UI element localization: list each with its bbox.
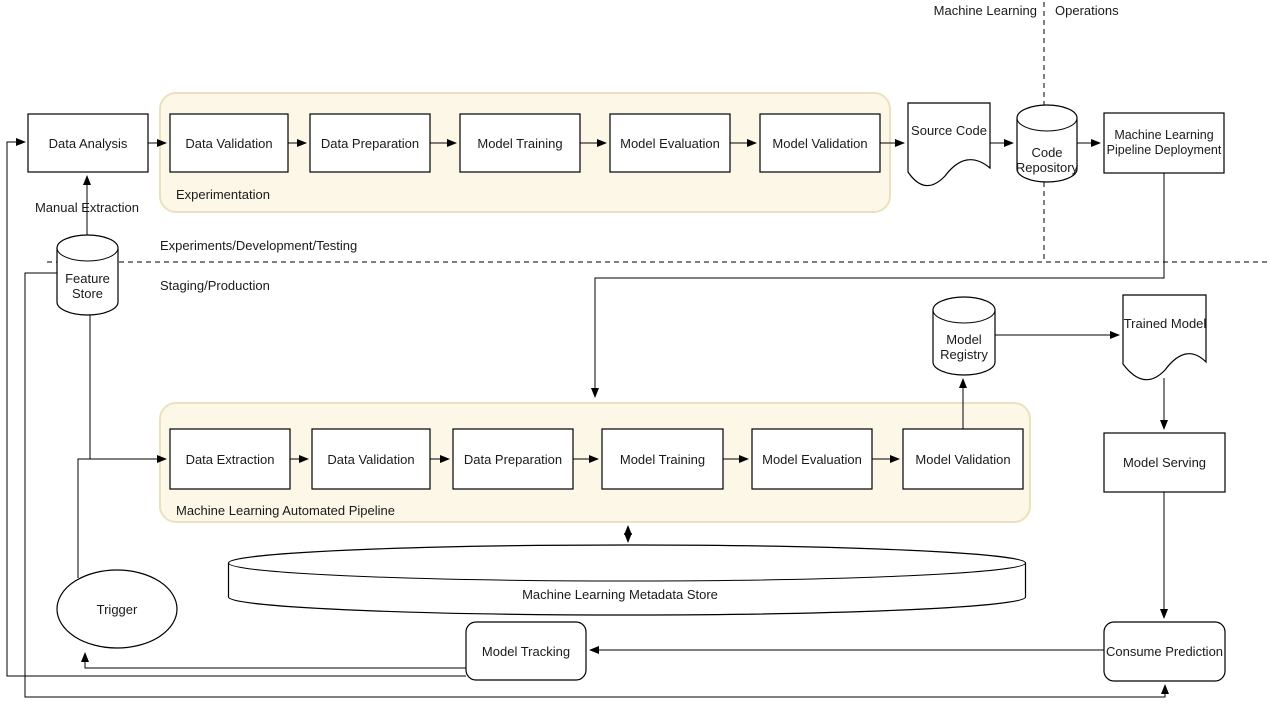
consume-prediction-label: Consume Prediction [1105, 644, 1224, 659]
exp-data-validation-label: Data Validation [185, 135, 273, 151]
edge-trigger-to-junction [77, 458, 90, 578]
node-exp-data-validation [169, 113, 289, 173]
auto-data-validation-label: Data Validation [327, 451, 415, 467]
node-auto-data-preparation [452, 428, 574, 490]
auto-model-validation-label: Model Validation [915, 451, 1011, 467]
node-model-tracking [465, 621, 587, 681]
header-operations-label: Operations [1055, 2, 1119, 18]
model-serving-label: Model Serving [1122, 455, 1207, 470]
metadata-store-label: Machine Learning Metadata Store [522, 586, 718, 602]
model-registry-label: Model Registry [940, 332, 988, 362]
edge-model-tracking-to-trigger [81, 652, 466, 669]
edge-label-manual-extraction: Manual Extraction [34, 199, 140, 215]
node-auto-model-validation [902, 428, 1024, 490]
node-feature-store-cylinder [56, 234, 119, 316]
model-tracking-label: Model Tracking [481, 643, 571, 659]
auto-data-preparation-label: Data Preparation [463, 451, 563, 467]
node-data-extraction [169, 428, 291, 490]
exp-model-evaluation-label: Model Evaluation [620, 135, 720, 151]
node-auto-data-validation [311, 428, 431, 490]
exp-data-preparation-label: Data Preparation [320, 135, 420, 151]
node-exp-data-preparation [309, 113, 431, 173]
node-exp-model-validation [759, 113, 881, 173]
feature-store-cylinder-lid [56, 247, 119, 262]
node-exp-model-training [459, 113, 581, 173]
exp-model-validation-label: Model Validation [772, 135, 868, 151]
lane-label-experiments: Experiments/Development/Testing [160, 237, 358, 253]
node-model-serving [1103, 432, 1226, 493]
data-extraction-label: Data Extraction [185, 451, 275, 467]
source-code-label: Source Code [911, 122, 987, 138]
edge-model-tracking-to-data-analysis [6, 138, 466, 677]
edge-feature-store-to-data-extraction [89, 315, 167, 463]
edges [6, 138, 1169, 698]
node-auto-model-evaluation [751, 428, 873, 490]
node-ml-pipeline-deployment [1103, 112, 1225, 174]
automated-pipeline-container-label: Machine Learning Automated Pipeline [176, 502, 395, 518]
trained-model-label: Trained Model [1123, 315, 1207, 331]
node-code-repository-cylinder [1016, 104, 1078, 183]
exp-model-training-label: Model Training [477, 135, 563, 151]
node-exp-model-evaluation [609, 113, 731, 173]
node-source-code-document [907, 102, 991, 187]
code-repository-cylinder-lid [1016, 117, 1078, 132]
model-registry-cylinder-lid [932, 309, 996, 324]
metadata-store-cylinder-lid [228, 562, 1026, 582]
auto-model-evaluation-label: Model Evaluation [762, 451, 862, 467]
node-model-registry-cylinder [932, 296, 996, 376]
feature-store-label: Feature Store [65, 271, 110, 301]
code-repository-label: Code Repository [1015, 145, 1079, 175]
node-metadata-store-cylinder [227, 544, 1027, 616]
node-auto-model-training [601, 428, 724, 490]
experimentation-container-label: Experimentation [176, 186, 270, 202]
node-trained-model-document [1122, 294, 1207, 381]
trigger-label: Trigger [96, 601, 138, 617]
auto-model-training-label: Model Training [619, 451, 706, 467]
edge-feature-store-to-consume [24, 272, 1169, 698]
node-data-analysis [27, 113, 149, 173]
edge-deployment-to-automated-pipeline [591, 173, 1165, 398]
data-analysis-label: Data Analysis [48, 135, 128, 151]
node-trigger-ellipse [56, 569, 178, 649]
lane-label-staging: Staging/Production [160, 277, 270, 293]
node-consume-prediction [1103, 621, 1226, 682]
ml-pipeline-deployment-label: Machine Learning Pipeline Deployment [1106, 128, 1222, 157]
header-machine-learning-label: Machine Learning [933, 2, 1037, 18]
